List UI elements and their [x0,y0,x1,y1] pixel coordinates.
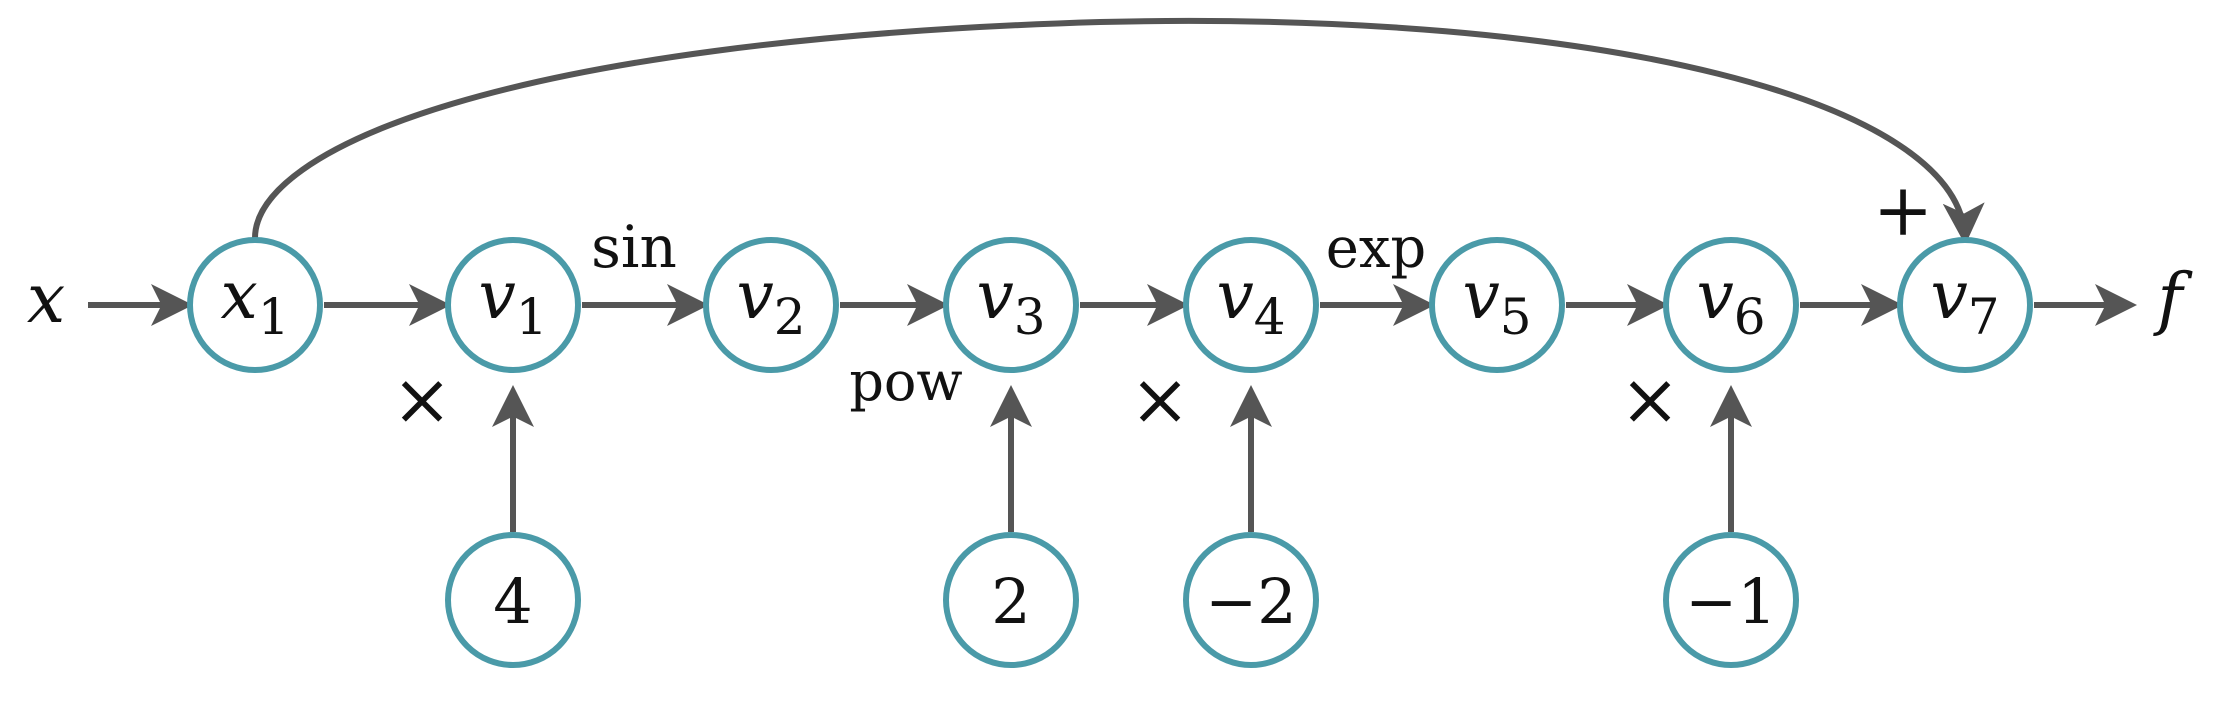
svg-text:−1: −1 [1685,565,1776,638]
node-v5: v5 [1429,237,1565,373]
svg-text:2: 2 [991,565,1030,638]
op-pow: pow [849,350,962,413]
svg-text:−2: −2 [1205,565,1296,638]
op-multiply-2: × [1130,357,1190,441]
node-v3: v3 [943,237,1079,373]
svg-text:v6: v6 [1696,257,1765,346]
svg-text:v5: v5 [1462,257,1531,346]
constant-node-neg-2: −2 [1183,532,1319,668]
constant-node-4: 4 [445,532,581,668]
node-v4: v4 [1183,237,1319,373]
edges [88,17,2137,532]
op-multiply-3: × [1620,357,1680,441]
output-label: f [2152,260,2193,339]
node-v1: v1 [445,237,581,373]
node-v6: v6 [1663,237,1799,373]
svg-text:v3: v3 [976,257,1045,346]
node-v2: v2 [703,237,839,373]
svg-text:v2: v2 [736,257,805,346]
node-v7: v7 [1897,237,2033,373]
svg-text:v7: v7 [1930,257,1999,346]
constant-node-2: 2 [943,532,1079,668]
node-x1: x1 [187,237,323,373]
svg-text:v1: v1 [478,257,547,346]
svg-text:x1: x1 [220,257,289,346]
svg-text:v4: v4 [1216,257,1285,346]
op-plus: + [1873,168,1933,252]
svg-text:4: 4 [493,565,532,638]
edge-x1-to-v7-skip [252,17,1985,245]
op-sin: sin [591,213,677,281]
constant-node-neg-1: −1 [1663,532,1799,668]
op-multiply-1: × [392,357,452,441]
op-exp: exp [1326,216,1427,281]
input-label: x [27,260,65,339]
